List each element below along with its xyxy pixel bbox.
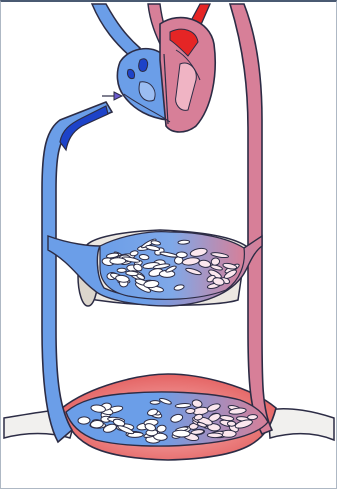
capillary-cell xyxy=(178,240,190,245)
heart xyxy=(117,18,215,132)
capillary-cell xyxy=(117,268,126,272)
capillary-cell xyxy=(227,421,235,426)
capillary-cell xyxy=(186,408,195,413)
capillary-cell xyxy=(110,258,126,265)
capillary-cell xyxy=(90,420,103,428)
capillary-cell xyxy=(207,433,222,438)
capillary-cell xyxy=(78,417,90,425)
capillary-cell xyxy=(173,430,191,437)
capillary-cell xyxy=(176,252,187,258)
aorta xyxy=(230,4,272,434)
capillary-cell xyxy=(150,401,160,405)
capillary-cell xyxy=(247,414,257,420)
flow-arrow-icon xyxy=(102,92,122,100)
systemic-capillary-bed xyxy=(66,392,268,446)
superior-vein xyxy=(92,4,140,58)
